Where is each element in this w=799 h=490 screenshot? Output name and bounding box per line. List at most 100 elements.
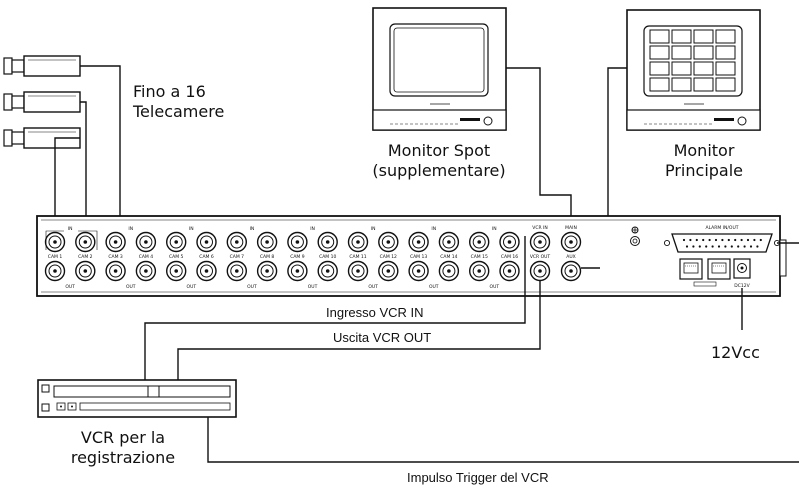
in-group-label: IN (128, 226, 133, 232)
alarm-pin (692, 245, 695, 248)
vcr-out-port-label: VCR OUT (530, 254, 551, 260)
cam-out-jack (44, 260, 66, 282)
cam-in-jack (438, 231, 460, 253)
alarm-pin (746, 238, 750, 242)
alarm-pin (685, 245, 689, 248)
cam-in-jack (44, 231, 66, 253)
alarm-pin (714, 238, 718, 242)
cam-out-jack (105, 260, 126, 282)
cam-out-jack (469, 260, 490, 282)
cam-out-jack (135, 260, 157, 282)
cam-in-jack (499, 231, 520, 253)
spot-monitor (372, 7, 507, 131)
vcr-cables (144, 236, 799, 463)
cam-port-label: CAM 4 (139, 254, 154, 260)
alarm-pin (753, 238, 756, 242)
alarm-pin (756, 245, 759, 248)
out-group-label: OUT (429, 284, 439, 290)
cam-in-jack (196, 231, 217, 253)
out-group-label: OUT (490, 284, 500, 290)
dc-port-label: DC12V (734, 283, 750, 289)
cam-in-jack (287, 231, 308, 253)
vcr-out-port: VCR OUT (529, 254, 551, 282)
cam-port-label: CAM 10 (319, 254, 336, 260)
vcr-label: VCR per la registrazione (70, 428, 176, 467)
cam-in-jack (378, 231, 399, 253)
out-group-label: OUT (126, 284, 136, 290)
cam-port-label: CAM 14 (440, 254, 457, 260)
cam-out-jack (256, 260, 278, 282)
alarm-pin (708, 238, 711, 242)
vcr-in-port-label: VCR IN (532, 225, 547, 231)
out-group-label: OUT (187, 284, 197, 290)
alarm-pin (759, 238, 762, 242)
aux-port: AUX (560, 254, 582, 282)
cam-out-jack (317, 260, 338, 282)
cam-port-label: CAM 11 (349, 254, 366, 260)
in-group-label: IN (189, 226, 194, 232)
cam-port-label: CAM 3 (108, 254, 123, 260)
alarm-pin (734, 238, 737, 242)
power-label: 12Vcc (711, 343, 760, 362)
cam-port-label: CAM 13 (410, 254, 427, 260)
camera-3 (3, 127, 81, 149)
cam-out-jack (226, 260, 248, 282)
camera-cables (54, 65, 121, 230)
cam-port-label: CAM 16 (501, 254, 518, 260)
out-group-label: OUT (65, 284, 75, 290)
alarm-pin (743, 245, 746, 248)
vcr-unit (37, 379, 237, 418)
cam-in-jack (347, 231, 369, 253)
vcr-out-label: Uscita VCR OUT (333, 330, 432, 345)
alarm-connector: ALARM IN/OUT (663, 225, 781, 253)
in-group-label: IN (310, 226, 315, 232)
cam-out-jack (287, 260, 308, 282)
main-monitor (626, 9, 761, 131)
spot-monitor-label: Monitor Spot (supplementare) (372, 141, 506, 180)
out-group-label: OUT (368, 284, 378, 290)
in-group-label: IN (371, 226, 376, 232)
cam-in-jack (469, 231, 490, 253)
alarm-pin (749, 245, 753, 248)
aux-port-label: AUX (566, 254, 575, 260)
in-group-label: IN (68, 226, 73, 232)
cam-out-jack (438, 260, 460, 282)
cam-port-label: CAM 2 (78, 254, 93, 260)
ground-icon (630, 226, 640, 246)
rj-ports (679, 258, 731, 287)
alarm-pin (740, 238, 743, 242)
cam-out-jack (165, 260, 187, 282)
cam-port-label: CAM 6 (199, 254, 214, 260)
vcr-in-port: VCR IN (529, 225, 551, 253)
cam-in-jack (408, 231, 429, 253)
cam-port-label: CAM 15 (471, 254, 488, 260)
alarm-pin (689, 238, 692, 242)
alarm-pin (737, 245, 740, 248)
cam-out-jack (347, 260, 369, 282)
cam-out-jack (499, 260, 520, 282)
in-group-label: IN (492, 226, 497, 232)
cam-in-jack (105, 231, 126, 253)
out-group-label: OUT (308, 284, 318, 290)
alarm-pin (702, 238, 705, 242)
cam-port-label: CAM 9 (290, 254, 305, 260)
cam-in-jack (135, 231, 157, 253)
cam-in-jack (317, 231, 338, 253)
cam-port-label: CAM 12 (380, 254, 397, 260)
out-group-label: OUT (247, 284, 257, 290)
alarm-pin (711, 245, 714, 248)
cam-port-label: CAM 1 (48, 254, 63, 260)
cam-out-jack (408, 260, 429, 282)
in-group-label: IN (250, 226, 255, 232)
alarm-pin (717, 245, 721, 248)
cam-in-jack (226, 231, 248, 253)
alarm-pin (705, 245, 708, 248)
alarm-pin (682, 238, 686, 242)
camera-1 (3, 55, 81, 77)
alarm-pin (730, 245, 733, 248)
camera-2 (3, 91, 81, 113)
in-group-label: IN (431, 226, 436, 232)
bracket-lines (45, 230, 98, 250)
cameras-label: Fino a 16 Telecamere (133, 82, 225, 121)
cam-port-label: CAM 7 (230, 254, 245, 260)
